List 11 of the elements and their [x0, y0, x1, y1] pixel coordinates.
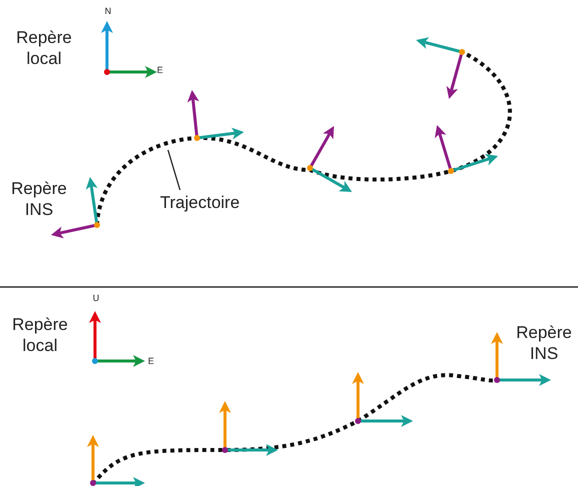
- frame-label: Repère local: [15, 27, 73, 70]
- frame-label: Repère local: [11, 314, 69, 356]
- axis-label: E: [148, 356, 156, 368]
- leader-line: [167, 150, 181, 190]
- frame-label: Repère INS: [515, 322, 573, 364]
- dotted-trajectory: [95, 50, 512, 226]
- trajectory-label: Trajectoire: [160, 192, 241, 214]
- axis-label: U: [92, 293, 100, 304]
- axis-label: N: [104, 6, 112, 18]
- frame-label: Repère INS: [10, 178, 68, 220]
- axis-label: E: [157, 65, 164, 76]
